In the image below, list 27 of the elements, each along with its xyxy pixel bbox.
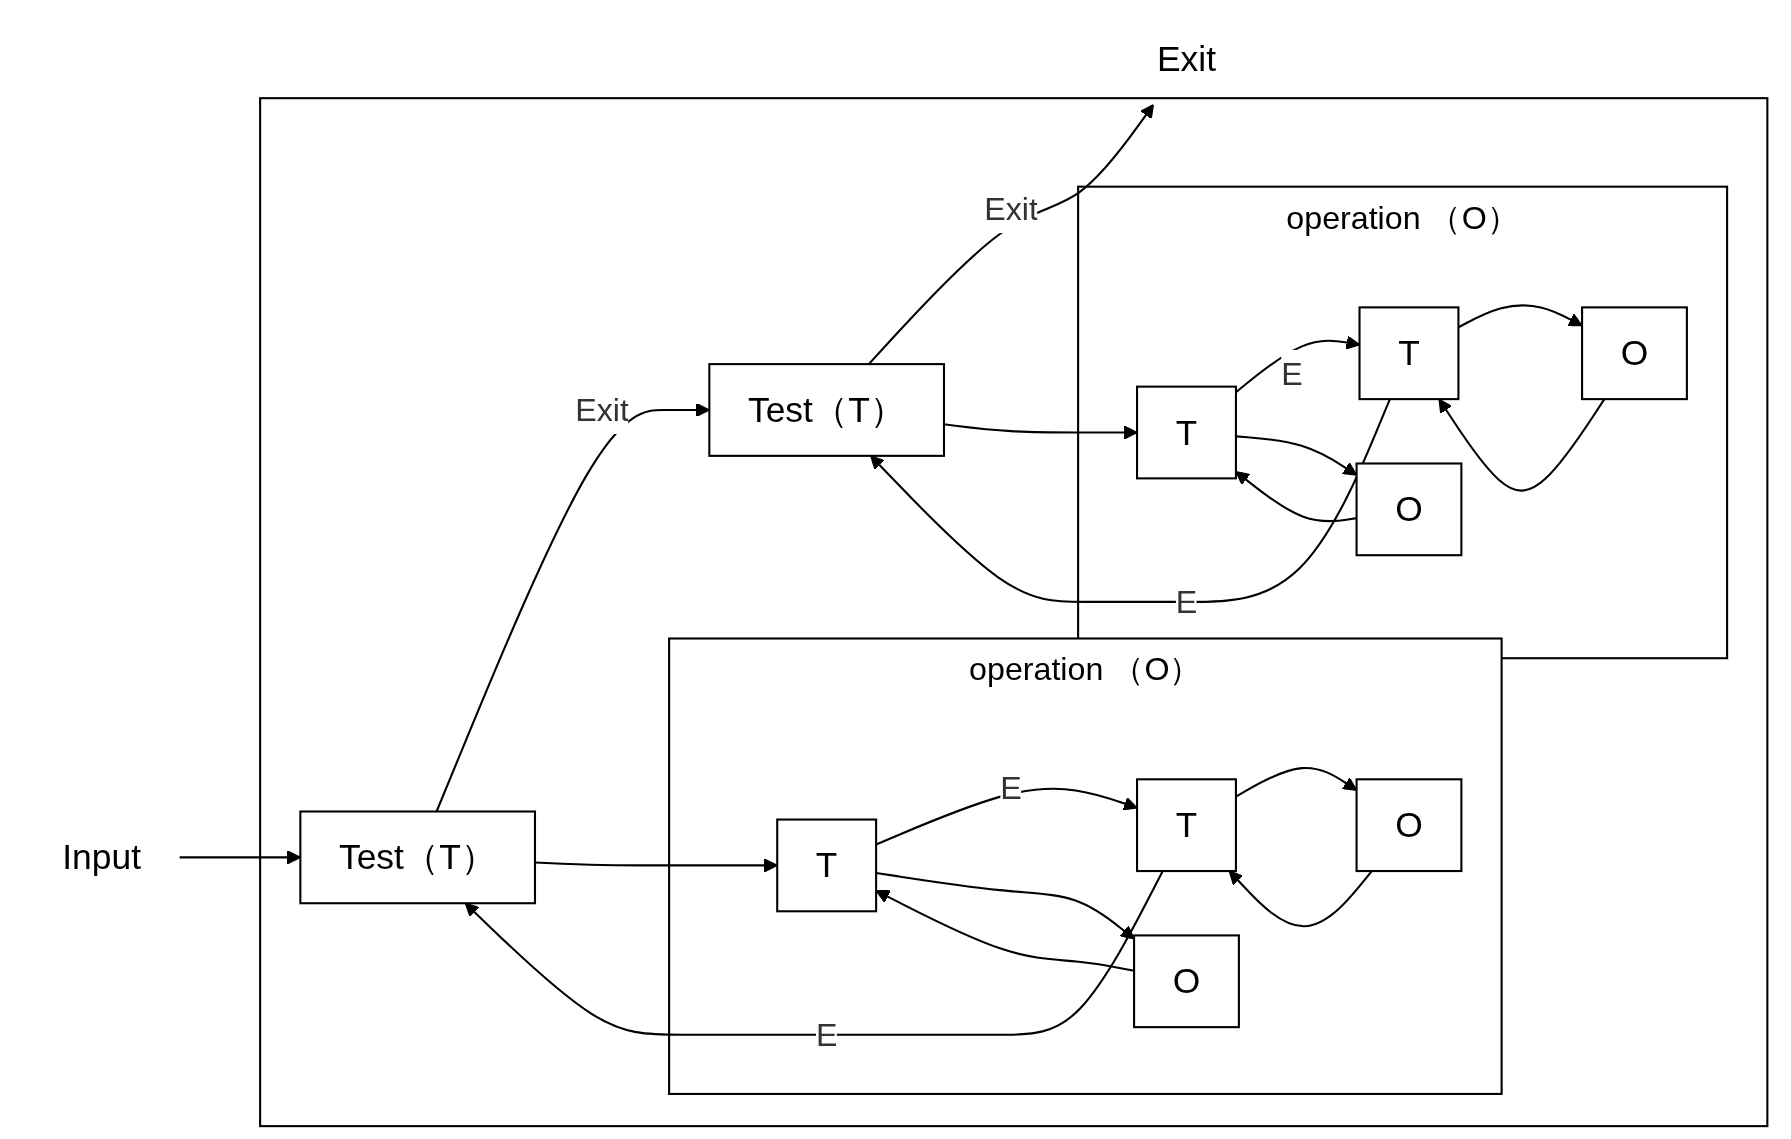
edge-label: Exit (575, 392, 629, 428)
node-box: T (1358, 306, 1460, 401)
edge-label: E (1175, 584, 1198, 620)
arrow (179, 850, 301, 865)
node-box: T (776, 818, 878, 913)
arrow (1235, 470, 1357, 523)
edge-label: E (815, 1017, 838, 1053)
edge-label: E (1000, 769, 1022, 806)
node-box: O (1355, 778, 1463, 873)
arrow (464, 870, 1164, 1036)
arrow (534, 858, 778, 873)
node-box: Test（T） (708, 363, 946, 457)
arrow (435, 402, 710, 812)
node-box: T (1136, 385, 1237, 480)
arrow (1228, 870, 1373, 928)
node-box: O (1133, 934, 1240, 1029)
node-text: Exit (1156, 38, 1217, 79)
node-box: T (1136, 778, 1237, 873)
node-box: O (1581, 306, 1688, 401)
edge-label: Exit (984, 191, 1038, 227)
node-box: O (1355, 462, 1463, 557)
node-text: Input (62, 837, 142, 878)
cluster (259, 97, 1769, 1128)
edge-label: E (1281, 356, 1303, 392)
arrow (868, 103, 1155, 365)
arrow (943, 423, 1138, 440)
node-box: Test（T） (299, 810, 537, 905)
